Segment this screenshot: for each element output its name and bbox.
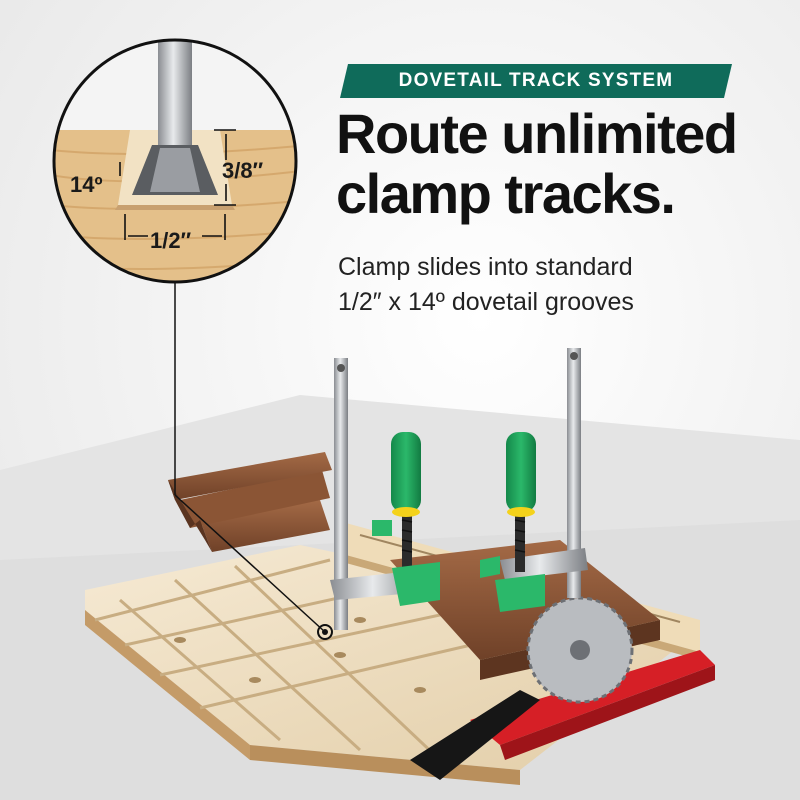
- right-clamp: [480, 348, 588, 612]
- angle-dimension-label: 14º: [70, 172, 103, 197]
- subtext-line-2: 1/2″ x 14º dovetail grooves: [338, 288, 634, 316]
- subtext: Clamp slides into standard 1/2″ x 14º do…: [338, 250, 778, 320]
- stacked-boards: [168, 452, 332, 552]
- width-dimension-label: 1/2″: [150, 228, 192, 253]
- table-saw: [410, 596, 715, 780]
- headline: Route unlimited clamp tracks.: [336, 104, 776, 224]
- banner-shape: [340, 64, 732, 98]
- subtext-line-1: Clamp slides into standard: [338, 253, 633, 281]
- headline-line-1: Route unlimited: [336, 102, 738, 165]
- depth-dimension-label: 3/8″: [222, 158, 264, 183]
- left-clamp: [330, 358, 440, 630]
- headline-line-2: clamp tracks.: [336, 162, 676, 225]
- banner: DOVETAIL TRACK SYSTEM: [340, 64, 732, 98]
- banner-label: DOVETAIL TRACK SYSTEM: [398, 70, 674, 91]
